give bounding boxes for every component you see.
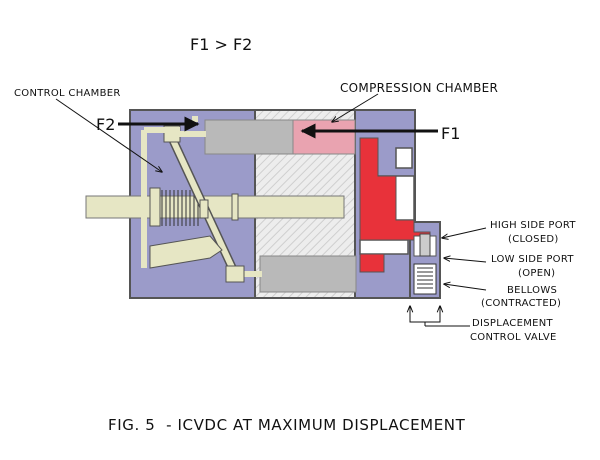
displacement-valve-bracket <box>410 306 470 327</box>
discharge-pocket-lower <box>359 253 385 273</box>
bellows-label: BELLOWS <box>507 285 557 296</box>
bellows-leader <box>444 284 487 291</box>
head-passage-lower <box>359 239 409 255</box>
valve-spool <box>419 233 431 257</box>
drive-lug <box>149 235 223 269</box>
force-inequality: F1 > F2 <box>190 35 252 54</box>
low-side-leader <box>444 258 487 263</box>
control-valve <box>413 233 437 295</box>
control-chamber-leader <box>55 98 162 172</box>
discharge-passage <box>359 137 431 241</box>
compression-chamber-label: COMPRESSION CHAMBER <box>340 81 498 95</box>
compression-chamber-gas <box>292 119 356 155</box>
displacement-valve-label-2: CONTROL VALVE <box>470 332 557 343</box>
displacement-valve-label-1: DISPLACEMENT <box>472 318 554 329</box>
lower-piston <box>259 255 357 293</box>
compression-chamber-leader <box>332 93 379 122</box>
upper-piston <box>204 119 294 155</box>
head-passage-upper <box>395 147 413 169</box>
f1-label: F1 <box>441 124 460 143</box>
piston-rod-upper <box>192 116 198 122</box>
lug-pivot <box>199 199 209 219</box>
drive-shaft <box>85 195 345 219</box>
low-side-port-state: (OPEN) <box>518 268 555 279</box>
figure-caption: FIG. 5 - ICVDC AT MAXIMUM DISPLACEMENT <box>108 416 466 434</box>
high-side-port-label: HIGH SIDE PORT <box>490 220 576 231</box>
low-side-port-label: LOW SIDE PORT <box>491 254 574 265</box>
high-side-port-state: (CLOSED) <box>508 234 559 245</box>
bellows-state: (CONTRACTED) <box>481 298 561 309</box>
lower-shoe <box>225 265 245 283</box>
control-chamber-label: CONTROL CHAMBER <box>14 88 121 99</box>
high-side-leader <box>442 227 487 238</box>
f2-label: F2 <box>96 115 115 134</box>
shaft-collar <box>149 187 161 227</box>
shaft-collar-right <box>231 193 239 221</box>
